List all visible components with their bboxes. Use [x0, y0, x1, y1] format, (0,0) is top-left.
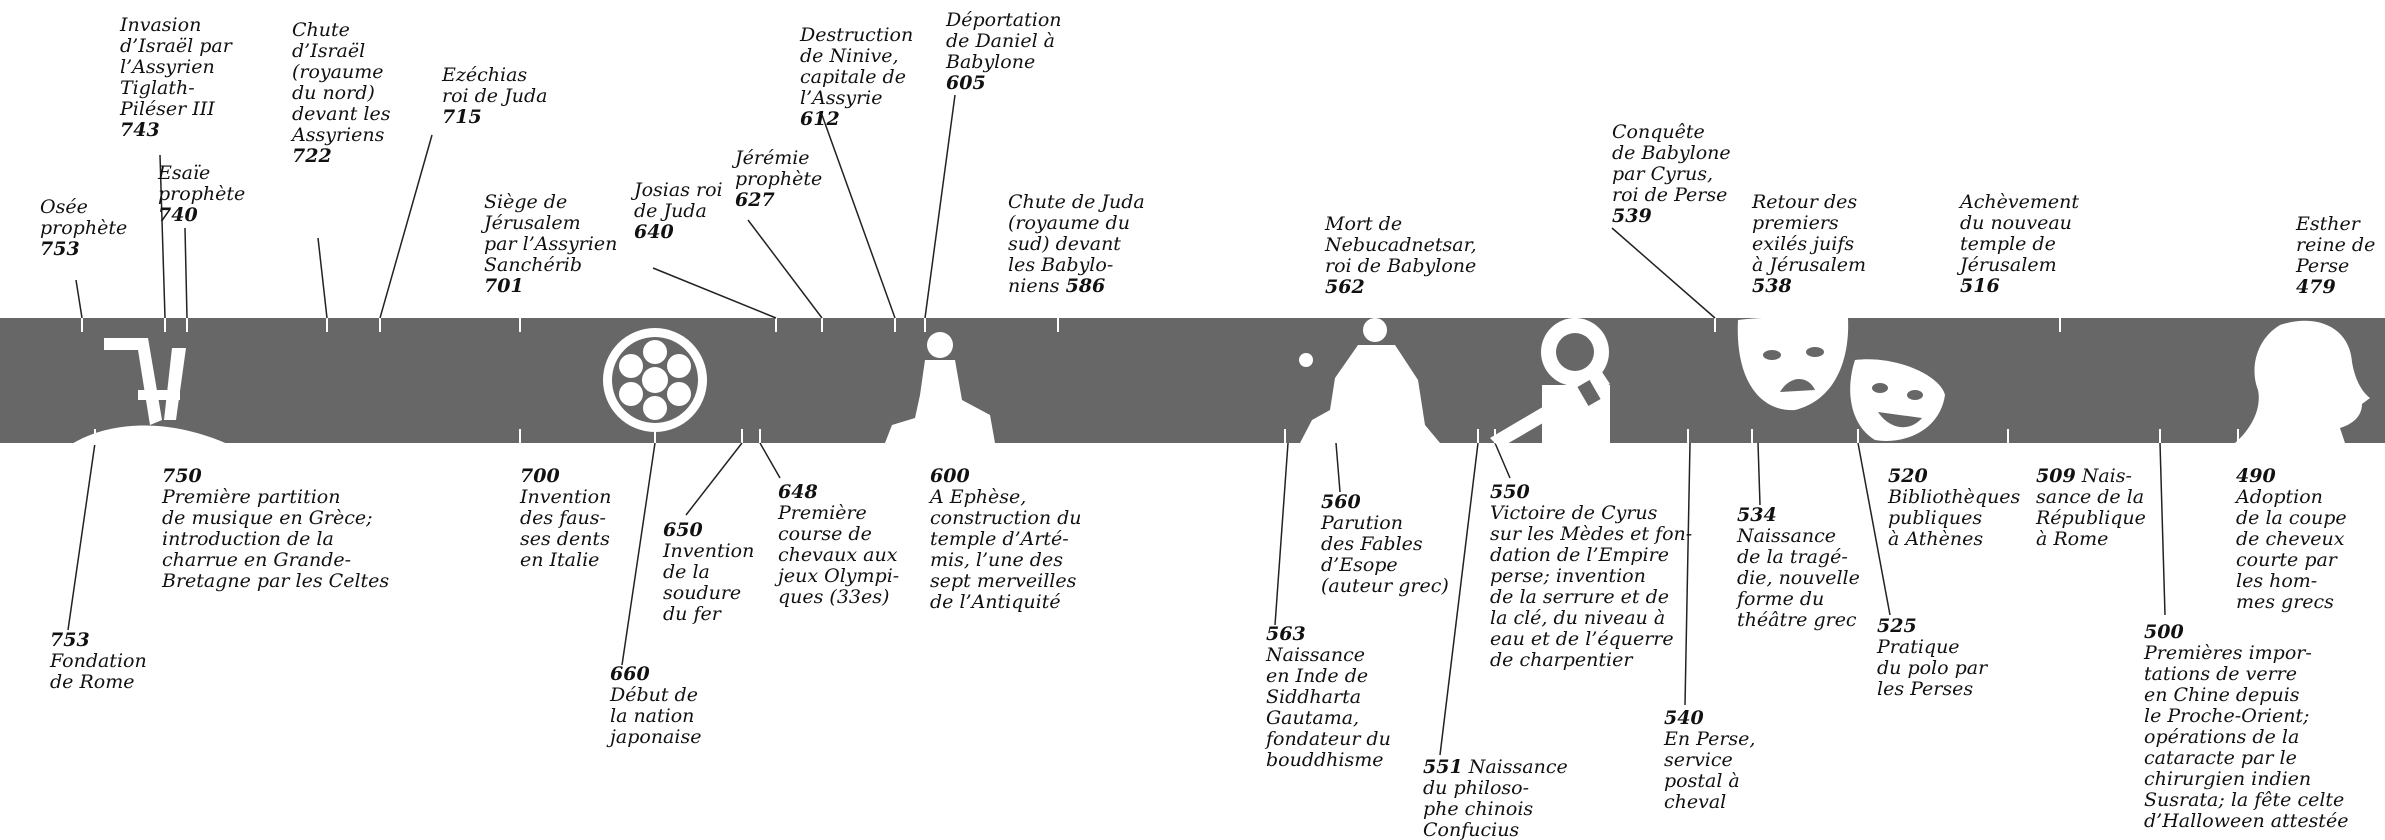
event-b750: 750 Première partition de musique en Grè…	[162, 465, 390, 592]
event-b563: 563 Naissance en Inde de Siddharta Gauta…	[1266, 623, 1391, 771]
event-osee: Osée prophète 753	[40, 196, 128, 260]
top-leaders	[75, 94, 1716, 319]
event-chute-juda: Chute de Juda (royaume du sud) devant le…	[1008, 191, 1145, 297]
event-b753: 753 Fondation de Rome	[50, 629, 147, 693]
woman-profile-icon	[2235, 320, 2370, 443]
theatre-masks-icon	[1737, 317, 1945, 441]
event-josias: Josias roi de Juda 640	[634, 179, 723, 243]
event-ezechias: Ezéchias roi de Juda 715	[442, 64, 548, 128]
event-invasion: Invasion d’Israël par l’Assyrien Tiglath…	[120, 14, 232, 141]
event-b560: 560 Parution des Fables d’Esope (auteur …	[1321, 491, 1449, 597]
timeline-band	[0, 318, 2385, 443]
key-icon	[1490, 318, 1610, 448]
event-jeremie: Jérémie prophète 627	[735, 147, 823, 211]
event-b600: 600 A Ephèse, construction du temple d’A…	[930, 465, 1082, 613]
bottom-leaders	[67, 442, 2166, 756]
event-b700: 700 Invention des faus- ses dents en Ita…	[520, 465, 612, 571]
event-b648: 648 Première course de chevaux aux jeux …	[778, 481, 900, 608]
wheel-icon	[603, 328, 707, 432]
event-b551: 551 Naissance du philoso- phe chinois Co…	[1423, 756, 1568, 840]
event-babylone: Conquête de Babylone par Cyrus, roi de P…	[1612, 121, 1731, 227]
event-b540: 540 En Perse, service postal à cheval	[1664, 707, 1756, 813]
event-nebucadnetsar: Mort de Nebucadnetsar, roi de Babylone 5…	[1325, 213, 1477, 298]
event-esther: Esther reine de Perse 479	[2296, 213, 2376, 298]
plough-icon	[70, 338, 230, 445]
event-b490: 490 Adoption de la coupe de cheveux cour…	[2236, 465, 2347, 613]
event-b550: 550 Victoire de Cyrus sur les Mèdes et f…	[1490, 481, 1693, 671]
event-daniel: Déportation de Daniel à Babylone 605	[946, 9, 1062, 94]
event-b650: 650 Invention de la soudure du fer	[663, 519, 755, 625]
seated-figure-icon	[885, 332, 995, 443]
event-esaie: Esaïe prophète 740	[158, 162, 246, 226]
event-temple: Achèvement du nouveau temple de Jérusale…	[1960, 191, 2079, 297]
event-chute-israel: Chute d’Israël (royaume du nord) devant …	[292, 19, 391, 167]
event-b500: 500 Premières impor- tations de verre en…	[2144, 621, 2349, 832]
event-siege: Siège de Jérusalem par l’Assyrien Sanché…	[484, 191, 618, 297]
event-b509: 509 Nais- sance de la République à Rome	[2036, 465, 2146, 550]
thinker-statue-icon	[1299, 318, 1440, 443]
event-b520: 520 Bibliothèques publiques à Athènes	[1888, 465, 2021, 550]
event-b525: 525 Pratique du polo par les Perses	[1877, 615, 1988, 700]
event-ninive: Destruction de Ninive, capitale de l’Ass…	[800, 24, 914, 130]
event-b660: 660 Début de la nation japonaise	[610, 663, 702, 748]
event-b534: 534 Naissance de la tragé- die, nouvelle…	[1737, 504, 1860, 631]
event-retour: Retour des premiers exilés juifs à Jérus…	[1752, 191, 1866, 297]
